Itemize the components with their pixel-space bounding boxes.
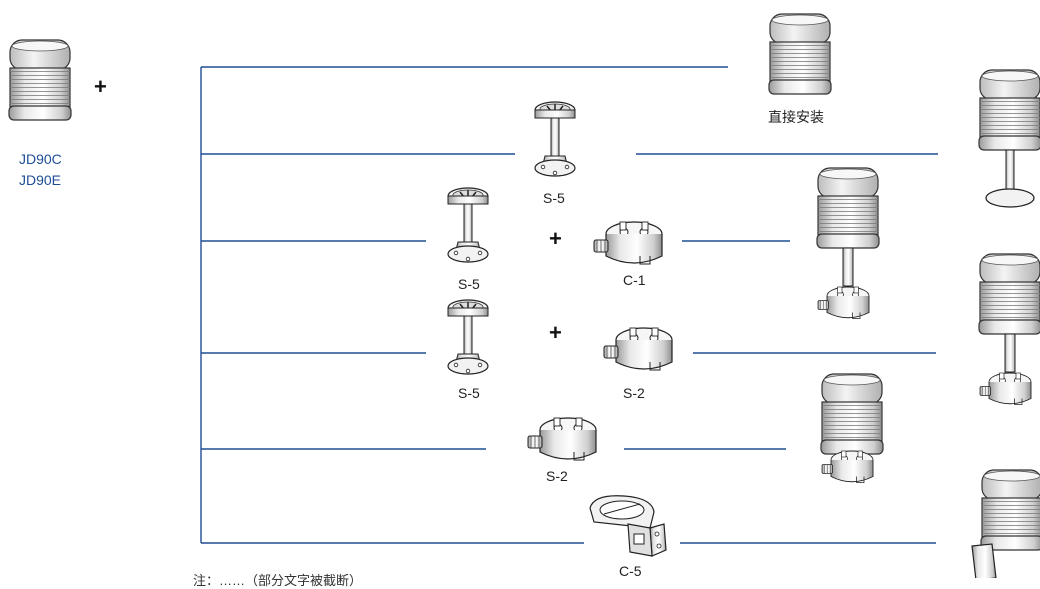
result-beacon-s2 — [820, 373, 884, 483]
label-s2: S-2 — [546, 468, 568, 484]
direct-mount-image — [768, 13, 832, 95]
label-c1: C-1 — [623, 272, 646, 288]
s5-pole-image-2 — [447, 187, 489, 263]
result-beacon-s5-c1 — [816, 167, 880, 319]
plus-sign-row4: + — [549, 320, 562, 345]
c1-base-image — [593, 221, 663, 265]
label-s5-row3: S-5 — [458, 276, 480, 292]
label-s5-row4: S-5 — [458, 385, 480, 401]
product-beacon-image — [8, 39, 72, 121]
result-beacon-s5-s2 — [978, 253, 1040, 405]
s2-base-image-2 — [527, 417, 597, 461]
c5-bracket-image — [589, 495, 667, 557]
s2-base-image — [603, 327, 673, 371]
model-name-2: JD90E — [19, 172, 62, 188]
s5-pole-image-3 — [447, 299, 489, 375]
label-s5: S-5 — [543, 190, 565, 206]
s5-pole-image — [534, 101, 576, 177]
plus-sign-row3: + — [549, 226, 562, 251]
connector-lines — [200, 66, 938, 544]
model-name-1: JD90C — [19, 151, 62, 167]
label-c5: C-5 — [619, 563, 642, 579]
result-beacon-c5 — [971, 469, 1040, 581]
footnote-text: 注：……（部分文字被截断） — [193, 573, 363, 588]
plus-sign-product: + — [94, 74, 107, 99]
result-beacon-s5 — [978, 69, 1040, 208]
label-s2-row4: S-2 — [623, 385, 645, 401]
label-direct-mount: 直接安装 — [768, 109, 824, 125]
